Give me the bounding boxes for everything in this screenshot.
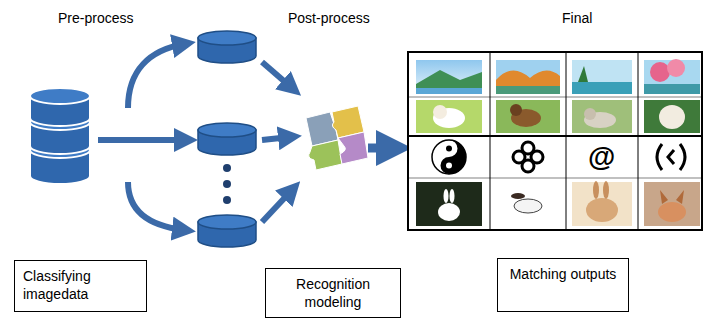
stage-box: Classifying imagedata <box>14 260 147 312</box>
stage-title: Post-process <box>288 10 370 27</box>
puzzle-icon <box>306 106 368 170</box>
stage-label: Recognition modeling <box>274 275 392 311</box>
stage-title: Final <box>562 10 592 27</box>
stage-label: Classifying imagedata <box>23 267 138 303</box>
stage-label: Matching outputs <box>506 265 620 283</box>
database-stack <box>30 88 90 184</box>
stage-box: Matching outputs <box>497 258 629 312</box>
database-cylinders <box>198 31 256 247</box>
at-symbol: @ <box>588 140 615 174</box>
flow-arrows <box>98 44 394 230</box>
image-grid <box>408 52 702 230</box>
ellipsis-dots <box>223 164 231 204</box>
stage-box: Recognition modeling <box>265 268 401 318</box>
stage-title: Pre-process <box>58 10 133 27</box>
